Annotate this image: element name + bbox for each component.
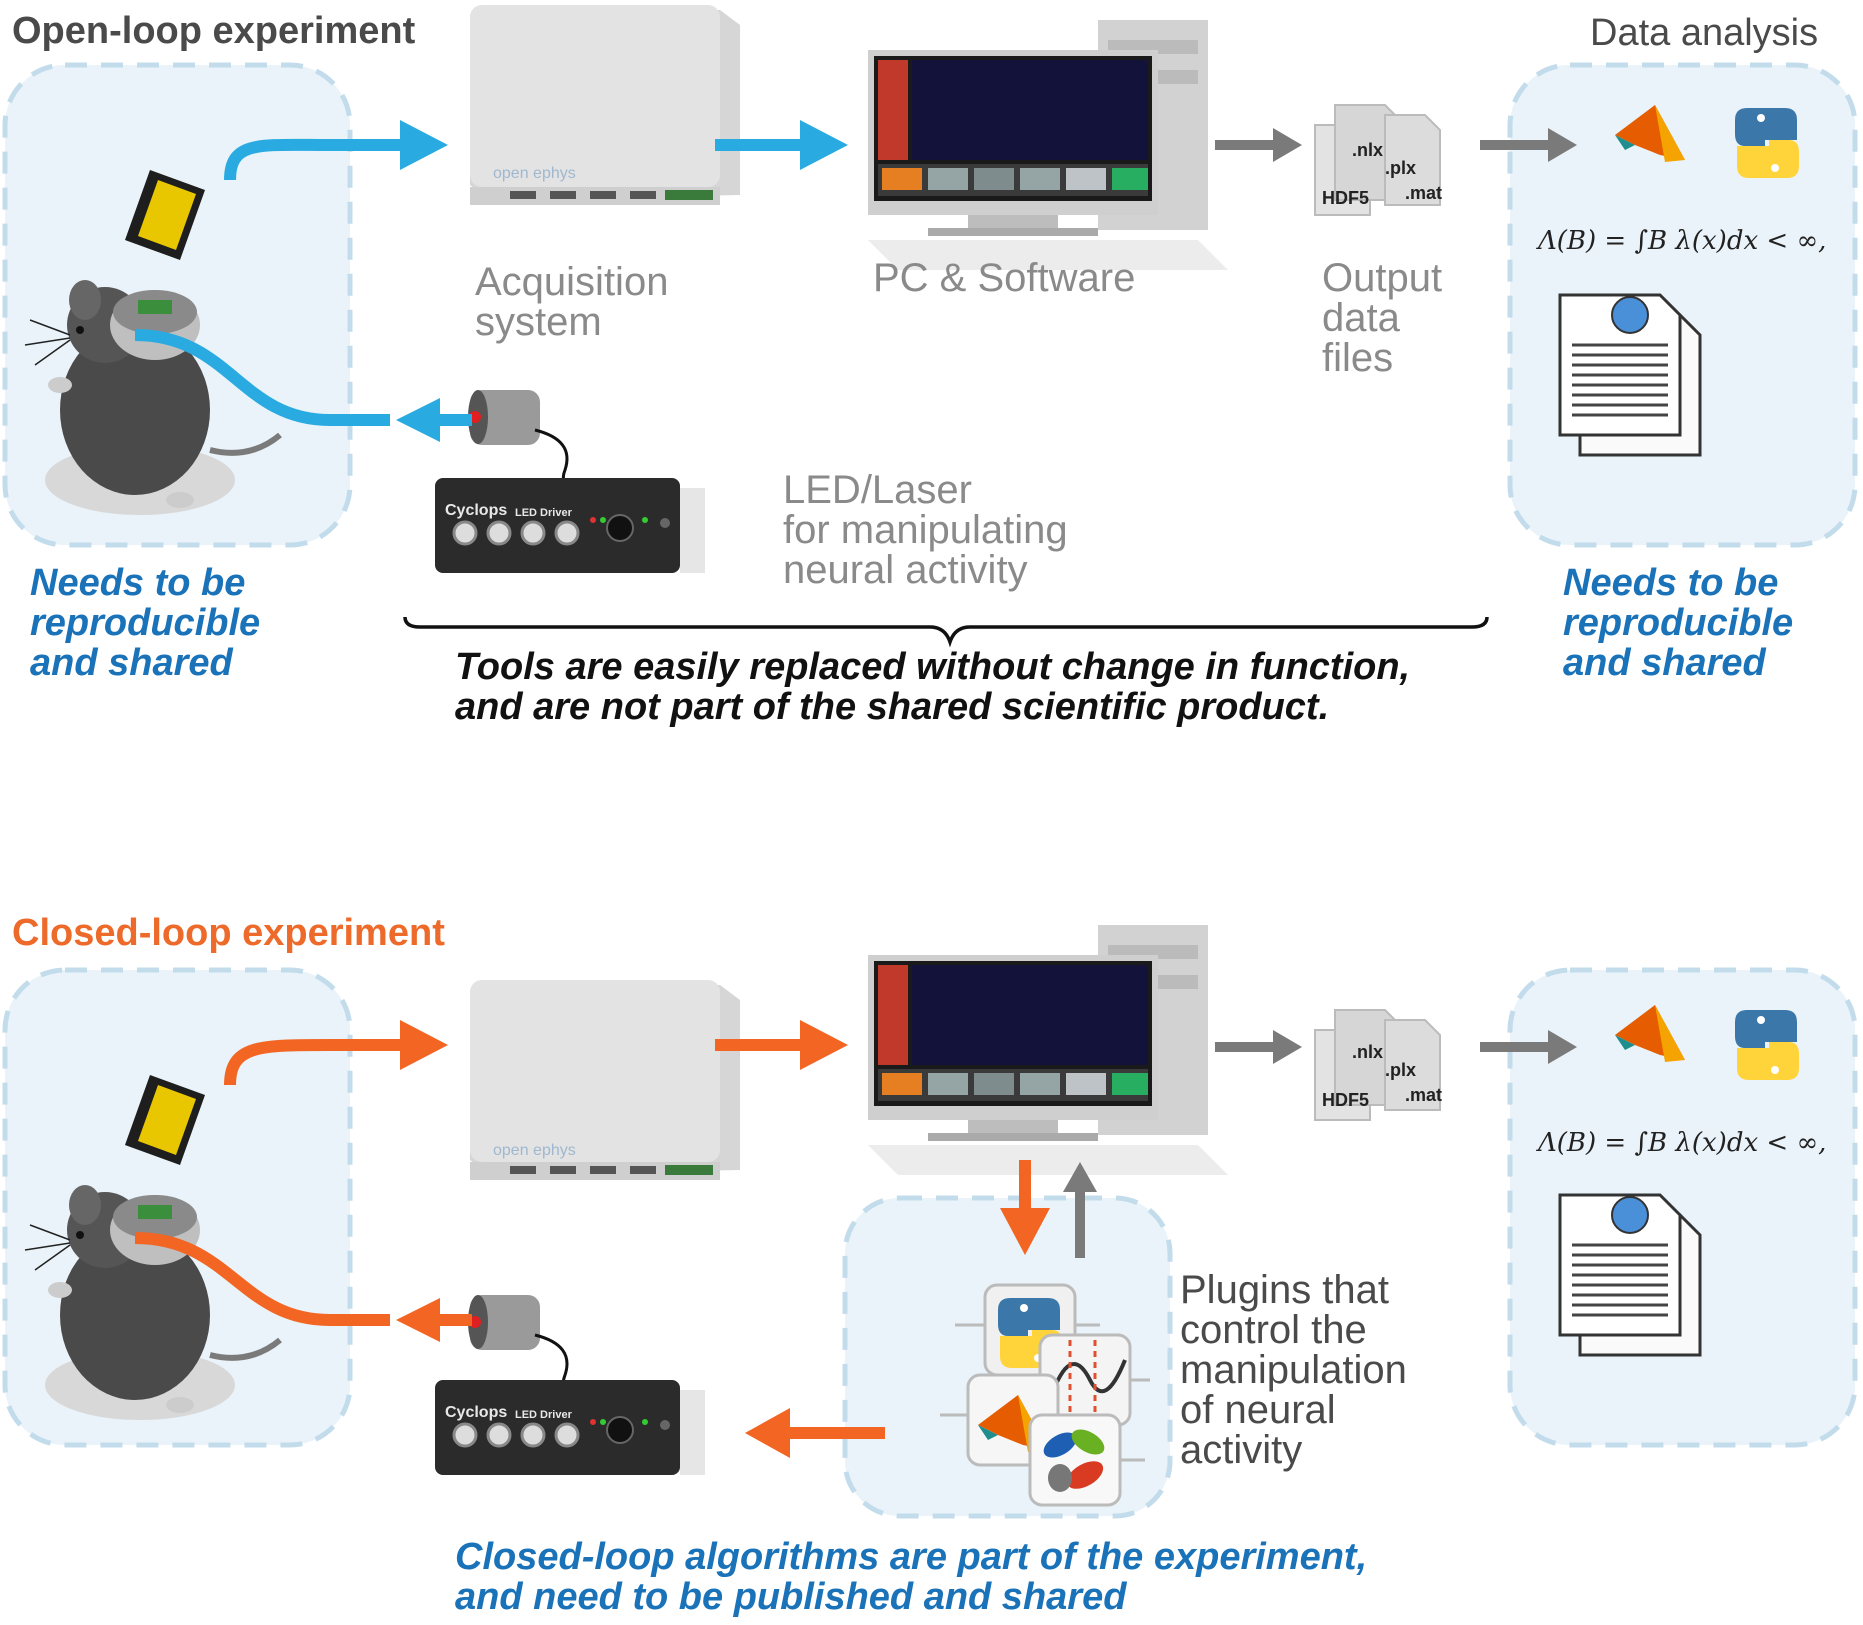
plugins-label: Plugins that control the manipulation of…: [1180, 1268, 1407, 1472]
open-right-note: Needs to be reproducible and shared: [1563, 562, 1794, 684]
brand-label: open ephys: [493, 165, 576, 182]
file-label-nlx: .nlx: [1352, 1042, 1384, 1062]
tools-note: Tools are easily replaced without change…: [455, 646, 1411, 728]
closed-loop-title: Closed-loop experiment: [12, 912, 445, 954]
formula: Λ(B) = ∫B λ(x)dx < ∞,: [1538, 226, 1827, 256]
open-loop-title: Open-loop experiment: [12, 10, 416, 52]
file-label-mat: .mat: [1405, 1085, 1443, 1105]
plugin-stack-icon: [940, 1283, 1150, 1507]
data-analysis-title: Data analysis: [1590, 12, 1819, 54]
computer-icon: [868, 925, 1228, 1175]
cyclops-sub-label: LED Driver: [515, 507, 572, 519]
cyclops-sub-label: LED Driver: [515, 1409, 572, 1421]
formula: Λ(B) = ∫B λ(x)dx < ∞,: [1538, 1128, 1827, 1158]
cyclops-driver-icon: [433, 1378, 707, 1477]
cyclops-label: Cyclops: [445, 1404, 508, 1421]
document-icon: [1558, 1193, 1702, 1357]
cyclops-driver-icon: [433, 476, 707, 575]
bracket: [403, 616, 1489, 648]
pc-software-label: PC & Software: [873, 256, 1136, 300]
brand-label: open ephys: [493, 1142, 576, 1159]
file-label-hdf5: HDF5: [1322, 1090, 1370, 1110]
file-label-mat: .mat: [1405, 183, 1443, 203]
algorithms-note: Closed-loop algorithms are part of the e…: [455, 1536, 1368, 1618]
file-label-plx: .plx: [1385, 1060, 1417, 1080]
acquisition-label: Acquisition system: [475, 260, 669, 344]
file-label-hdf5: HDF5: [1322, 188, 1370, 208]
cyclops-label: Cyclops: [445, 502, 508, 519]
output-files-label: Output data files: [1322, 256, 1443, 380]
led-laser-label: LED/Laser for manipulating neural activi…: [783, 468, 1068, 592]
file-label-plx: .plx: [1385, 158, 1417, 178]
document-icon: [1558, 293, 1702, 457]
file-label-nlx: .nlx: [1352, 140, 1384, 160]
computer-icon: [868, 20, 1228, 270]
open-left-note: Needs to be reproducible and shared: [30, 562, 261, 684]
